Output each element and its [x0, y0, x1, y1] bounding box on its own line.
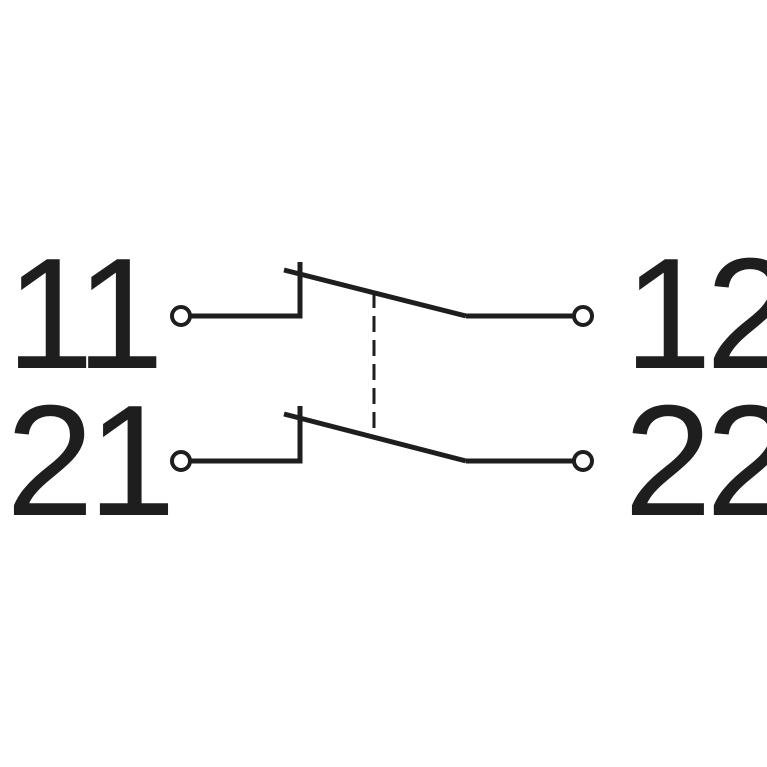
- terminal-label-22: 22: [624, 373, 767, 549]
- terminal-21: [170, 450, 192, 472]
- pole-1: 11 12: [6, 226, 767, 402]
- terminal-11: [170, 305, 192, 327]
- terminal-22: [572, 450, 594, 472]
- pole-2-left-wire: [190, 406, 303, 464]
- pole-2: 21 22: [6, 373, 767, 549]
- terminal-label-11: 11: [6, 226, 158, 402]
- terminal-label-21: 21: [6, 373, 170, 549]
- pole-2-contact-arm: [283, 411, 467, 464]
- terminal-label-12: 12: [624, 226, 767, 402]
- terminal-12: [572, 305, 594, 327]
- pole-1-left-wire: [190, 262, 303, 319]
